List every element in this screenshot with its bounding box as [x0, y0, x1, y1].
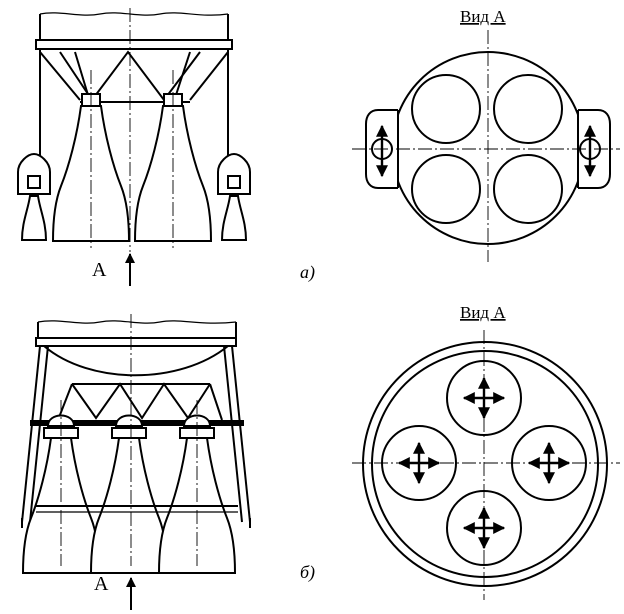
variant-a-side-view: А: [17, 8, 251, 286]
arrow-a-label: А: [92, 259, 107, 281]
arrow-a-label: А: [94, 573, 109, 595]
view-a-title: Вид А: [460, 303, 506, 322]
variant-b-view-a: Вид А б): [300, 303, 620, 600]
case-b-label: б): [300, 562, 315, 583]
case-a-label: а): [300, 262, 315, 283]
view-a-title: Вид А: [460, 7, 506, 26]
variant-b-side-view: А: [21, 314, 251, 610]
variant-a-view-a: Вид А а): [300, 7, 620, 283]
